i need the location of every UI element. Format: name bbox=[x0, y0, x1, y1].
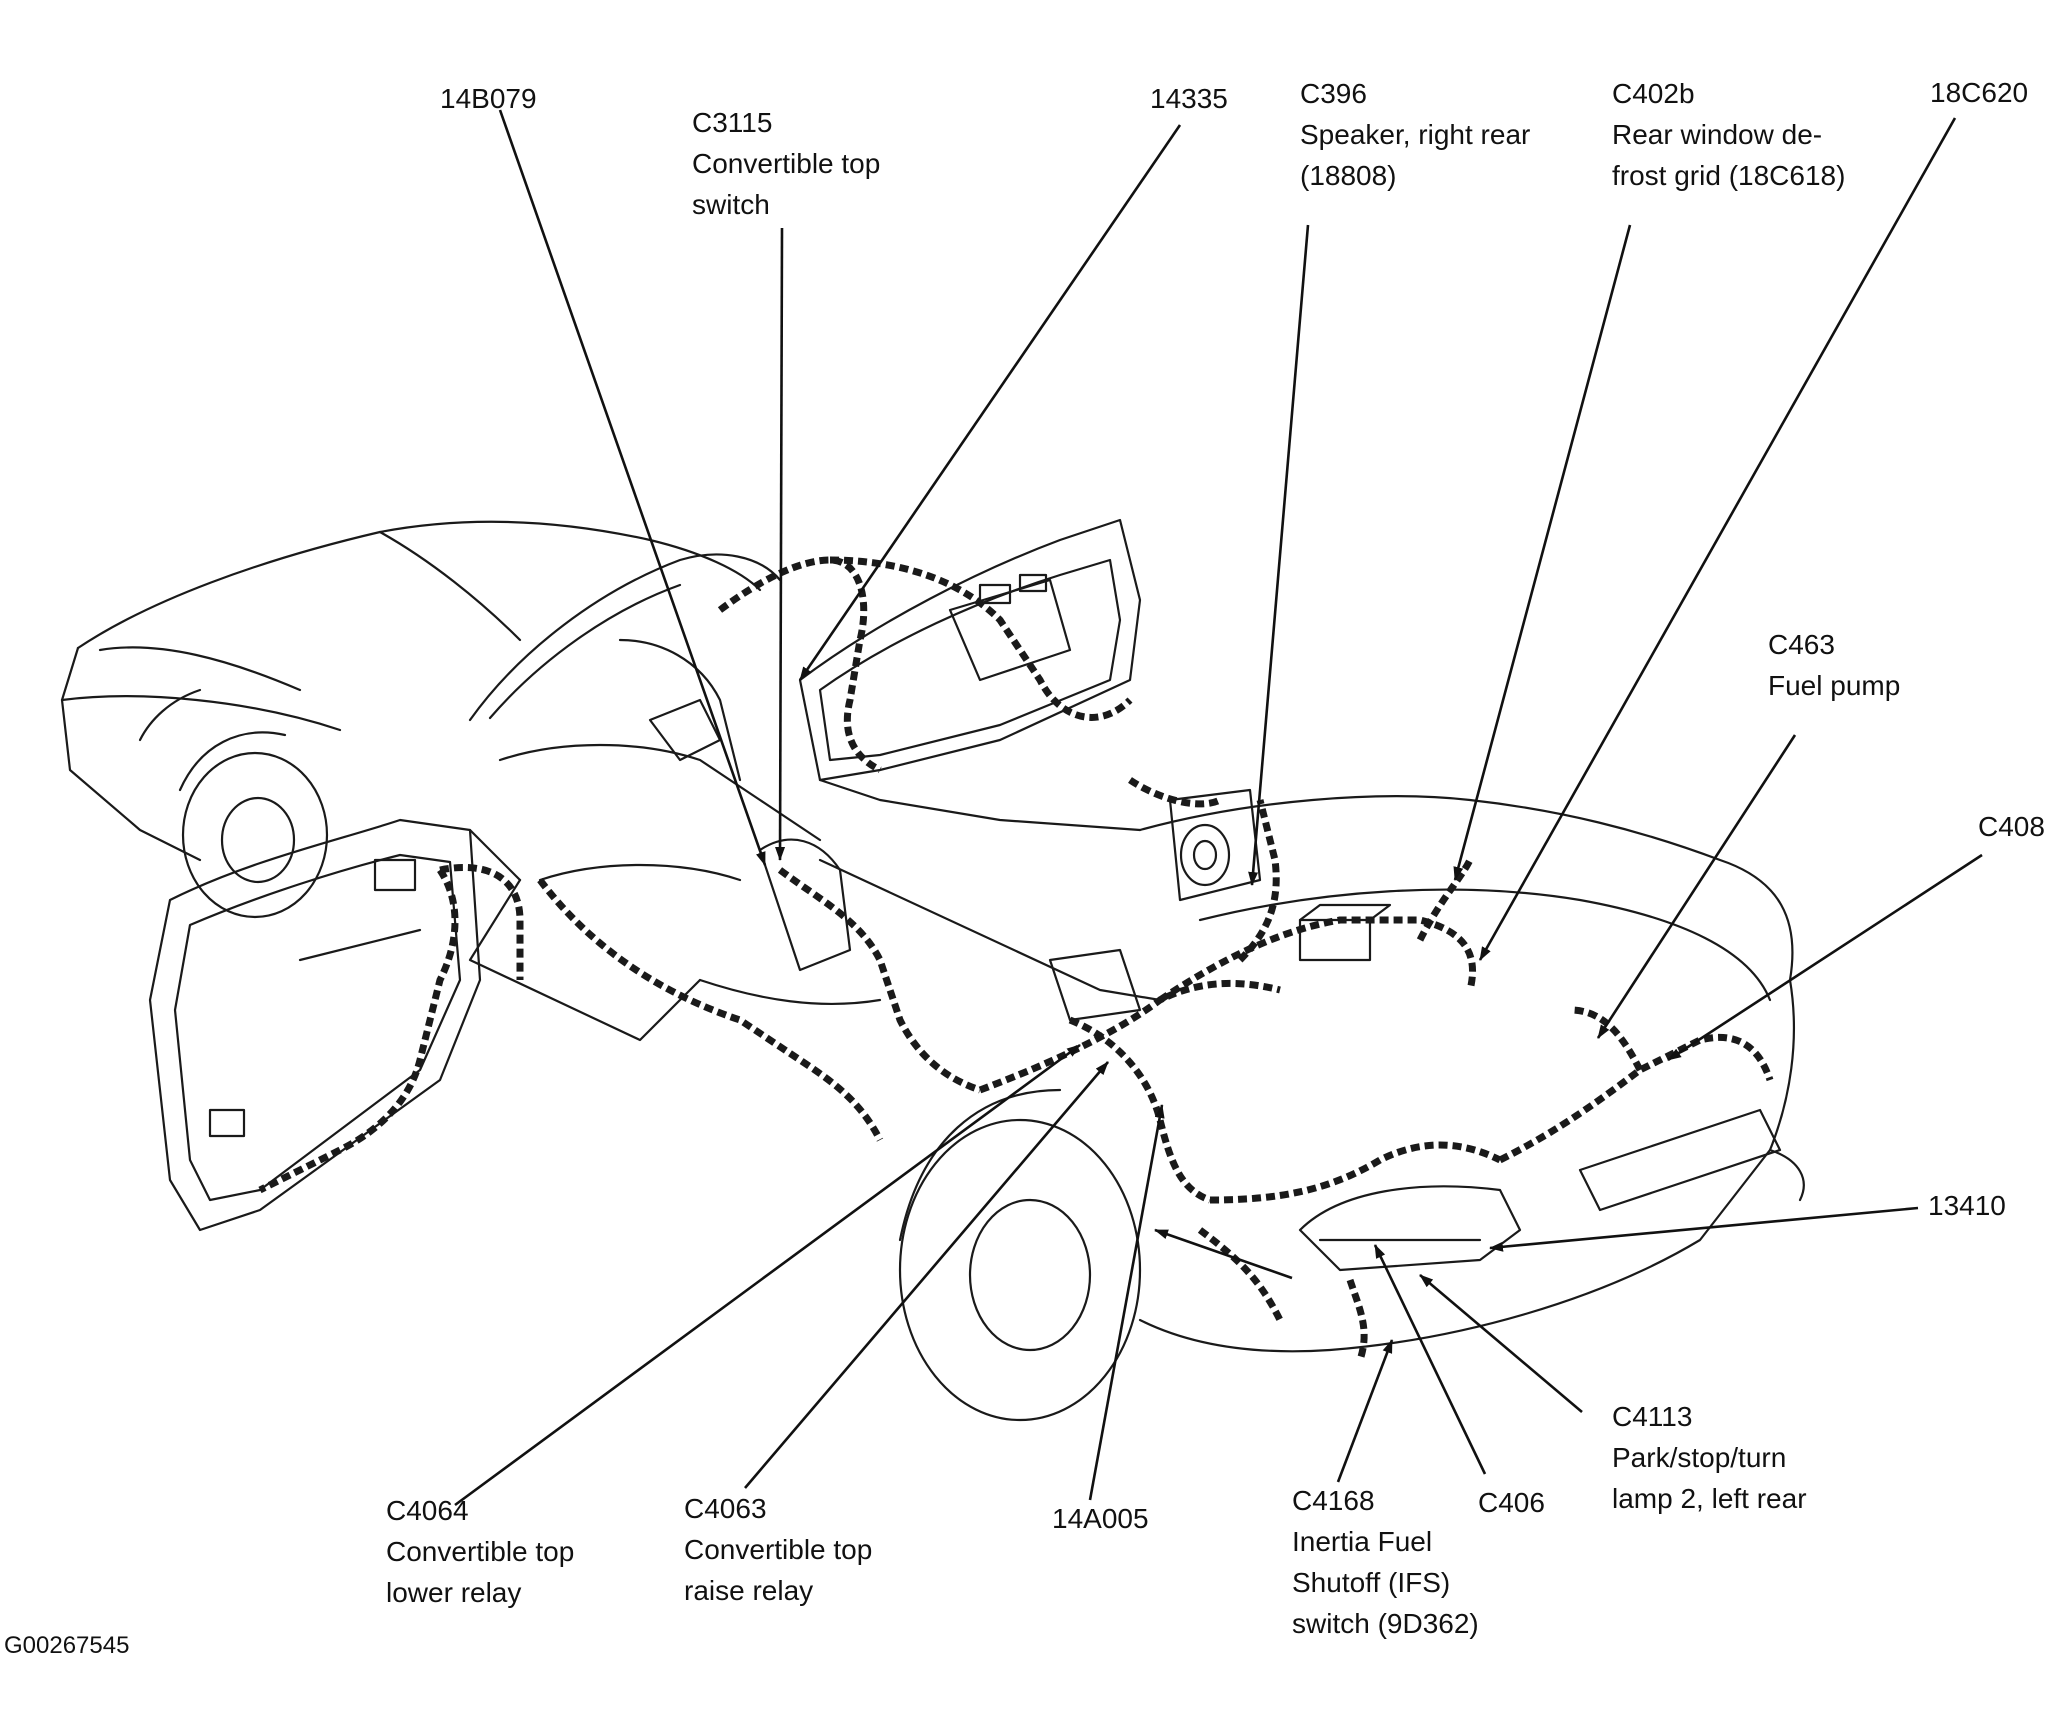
callout-14a005: 14A005 bbox=[1052, 1503, 1149, 1534]
leader-c4113 bbox=[1419, 1274, 1583, 1413]
callout-14b079: 14B079 bbox=[440, 83, 537, 114]
callout-c402b: C402b Rear window de- frost grid (18C618… bbox=[1612, 78, 1846, 191]
callout-13410: 13410 bbox=[1928, 1190, 2006, 1221]
leader-13410 bbox=[1489, 1206, 1919, 1252]
wiring-harness bbox=[258, 556, 1774, 1362]
leader-c4064 bbox=[454, 1043, 1081, 1507]
callout-c4168: C4168 Inertia Fuel Shutoff (IFS) switch … bbox=[1292, 1485, 1479, 1639]
leader-c408 bbox=[1667, 853, 1983, 1062]
leader-c396 bbox=[1248, 224, 1310, 886]
leader-14335 bbox=[798, 124, 1182, 681]
leader-14a005-lower bbox=[1154, 1228, 1293, 1280]
leader-14b079 bbox=[498, 109, 767, 866]
leader-c3115 bbox=[775, 227, 786, 861]
callout-18c620: 18C620 bbox=[1930, 77, 2029, 108]
callout-c463: C463 Fuel pump bbox=[1768, 629, 1901, 701]
callout-c4063: C4063 Convertible top raise relay bbox=[684, 1493, 873, 1606]
vehicle-outline bbox=[60, 518, 1805, 1422]
figure-id: G00267545 bbox=[4, 1632, 130, 1659]
leader-c402b bbox=[1453, 224, 1632, 881]
callout-c408: C408 bbox=[1978, 811, 2045, 842]
callout-c3115: C3115 Convertible top switch bbox=[692, 107, 881, 220]
leader-c4063 bbox=[744, 1061, 1109, 1489]
callout-c396: C396 Speaker, right rear (18808) bbox=[1300, 78, 1531, 191]
callout-c4113: C4113 Park/stop/turn lamp 2, left rear bbox=[1612, 1401, 1807, 1514]
leader-14a005-upper bbox=[1088, 1104, 1165, 1501]
callout-14335: 14335 bbox=[1150, 83, 1228, 114]
callout-c406: C406 bbox=[1478, 1487, 1545, 1518]
leader-c463 bbox=[1596, 734, 1797, 1039]
leader-c4168 bbox=[1336, 1339, 1394, 1483]
leader-c406 bbox=[1373, 1244, 1487, 1475]
callout-c4064: C4064 Convertible top lower relay bbox=[386, 1495, 575, 1608]
leader-lines bbox=[454, 109, 1983, 1507]
leader-18c620 bbox=[1478, 117, 1957, 961]
